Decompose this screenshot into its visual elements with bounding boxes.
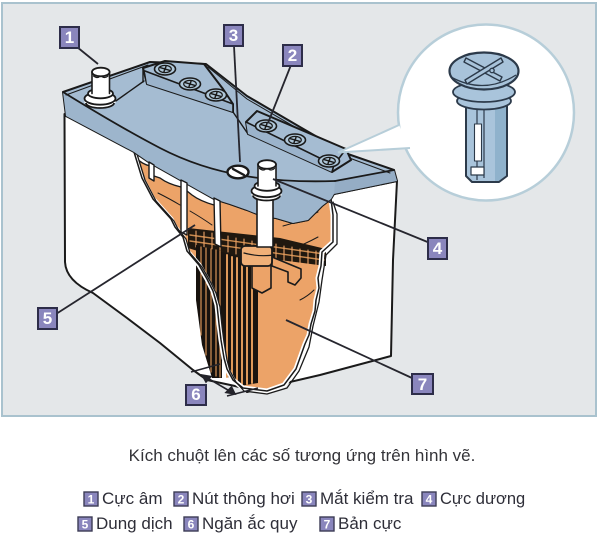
svg-text:3: 3	[306, 493, 313, 507]
svg-text:6: 6	[188, 518, 195, 532]
svg-text:4: 4	[426, 493, 433, 507]
svg-text:5: 5	[43, 309, 52, 328]
svg-text:7: 7	[418, 375, 427, 394]
svg-text:Cực âm: Cực âm	[102, 489, 163, 508]
svg-text:Mắt kiểm tra: Mắt kiểm tra	[320, 489, 414, 508]
svg-text:Ngăn ắc quy: Ngăn ắc quy	[202, 514, 298, 533]
svg-text:Dung dịch: Dung dịch	[96, 514, 173, 533]
svg-text:7: 7	[324, 518, 331, 532]
svg-text:Bản cực: Bản cực	[338, 514, 402, 533]
svg-text:4: 4	[433, 239, 443, 258]
svg-text:5: 5	[82, 518, 89, 532]
svg-text:6: 6	[191, 385, 200, 404]
svg-text:Nút thông hơi: Nút thông hơi	[192, 489, 295, 508]
svg-text:1: 1	[88, 493, 95, 507]
svg-text:3: 3	[229, 26, 238, 45]
svg-text:2: 2	[288, 46, 297, 65]
svg-text:1: 1	[65, 28, 74, 47]
svg-text:Cực dương: Cực dương	[440, 490, 525, 508]
svg-text:2: 2	[178, 493, 185, 507]
svg-text:Kích chuột lên các số tương ứn: Kích chuột lên các số tương ứng trên hìn…	[129, 446, 476, 465]
